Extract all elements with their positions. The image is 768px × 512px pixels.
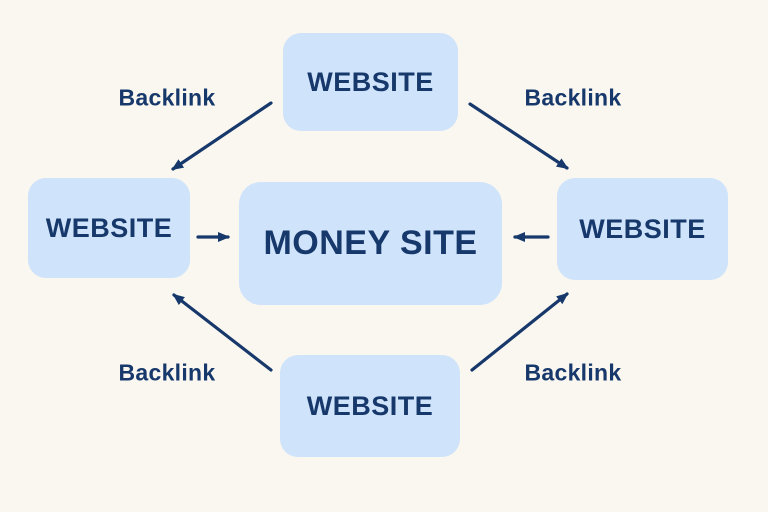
backlink-label-top-left: Backlink — [118, 84, 216, 111]
node-money-site: MONEY SITE — [239, 182, 502, 305]
node-money-site-label: MONEY SITE — [263, 224, 478, 262]
arrow-top-website-to-right-website — [468, 102, 569, 170]
node-bottom-website: WEBSITE — [280, 355, 460, 457]
node-top-website: WEBSITE — [283, 33, 458, 131]
node-right-website: WEBSITE — [557, 178, 728, 280]
node-left-website-label: WEBSITE — [45, 212, 173, 243]
backlink-label-bottom-left: Backlink — [118, 359, 216, 386]
node-left-website: WEBSITE — [28, 178, 190, 278]
node-bottom-website-label: WEBSITE — [306, 390, 434, 421]
node-right-website-label: WEBSITE — [579, 213, 706, 244]
backlink-label-top-right: Backlink — [524, 84, 622, 111]
backlink-label-bottom-right: Backlink — [524, 359, 622, 386]
node-top-website-label: WEBSITE — [307, 66, 434, 97]
arrow-top-website-to-left-website — [171, 101, 273, 171]
